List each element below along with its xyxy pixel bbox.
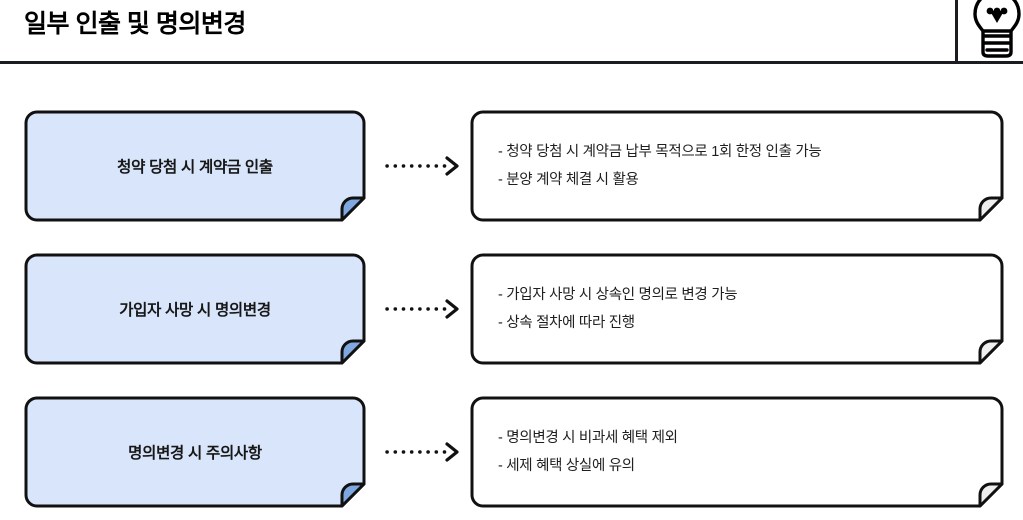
detail-line: - 분양 계약 체결 시 활용 — [498, 171, 639, 188]
diagram-row: 명의변경 시 주의사항 - 명의변경 시 비과세 혜택 제외 - 세제 혜택 상… — [0, 396, 1023, 508]
detail-card-lines: - 명의변경 시 비과세 혜택 제외 - 세제 혜택 상실에 유의 — [498, 396, 968, 508]
topic-card-label: 청약 당첨 시 계약금 인출 — [117, 159, 273, 176]
lightbulb-icon — [973, 0, 1021, 58]
detail-card[interactable]: - 명의변경 시 비과세 혜택 제외 - 세제 혜택 상실에 유의 — [470, 396, 1004, 508]
detail-line: - 세제 혜택 상실에 유의 — [498, 457, 635, 474]
topic-card[interactable]: 가입자 사망 시 명의변경 — [24, 253, 366, 365]
detail-line: - 가입자 사망 시 상속인 명의로 변경 가능 — [498, 286, 738, 303]
topic-card[interactable]: 청약 당첨 시 계약금 인출 — [24, 110, 366, 222]
header-divider-vertical — [955, 0, 958, 62]
detail-line: - 명의변경 시 비과세 혜택 제외 — [498, 429, 678, 446]
detail-card[interactable]: - 청약 당첨 시 계약금 납부 목적으로 1회 한정 인출 가능 - 분양 계… — [470, 110, 1004, 222]
page-title: 일부 인출 및 명의변경 — [24, 10, 246, 38]
topic-card-label: 명의변경 시 주의사항 — [128, 445, 262, 462]
dotted-arrow-connector — [383, 253, 471, 365]
diagram-row: 청약 당첨 시 계약금 인출 - 청약 당첨 시 계약금 납부 목적으로 1회 … — [0, 110, 1023, 222]
dotted-arrow-connector — [383, 110, 471, 222]
header-rule — [0, 61, 1023, 64]
detail-card-lines: - 청약 당첨 시 계약금 납부 목적으로 1회 한정 인출 가능 - 분양 계… — [498, 110, 968, 222]
detail-card-lines: - 가입자 사망 시 상속인 명의로 변경 가능 - 상속 절차에 따라 진행 — [498, 253, 968, 365]
dotted-arrow-connector — [383, 396, 471, 508]
detail-line: - 청약 당첨 시 계약금 납부 목적으로 1회 한정 인출 가능 — [498, 143, 822, 160]
topic-card-label: 가입자 사망 시 명의변경 — [119, 302, 271, 319]
diagram-row: 가입자 사망 시 명의변경 - 가입자 사망 시 상속인 명의로 변경 가능 -… — [0, 253, 1023, 365]
detail-card[interactable]: - 가입자 사망 시 상속인 명의로 변경 가능 - 상속 절차에 따라 진행 — [470, 253, 1004, 365]
topic-card[interactable]: 명의변경 시 주의사항 — [24, 396, 366, 508]
detail-line: - 상속 절차에 따라 진행 — [498, 314, 635, 331]
